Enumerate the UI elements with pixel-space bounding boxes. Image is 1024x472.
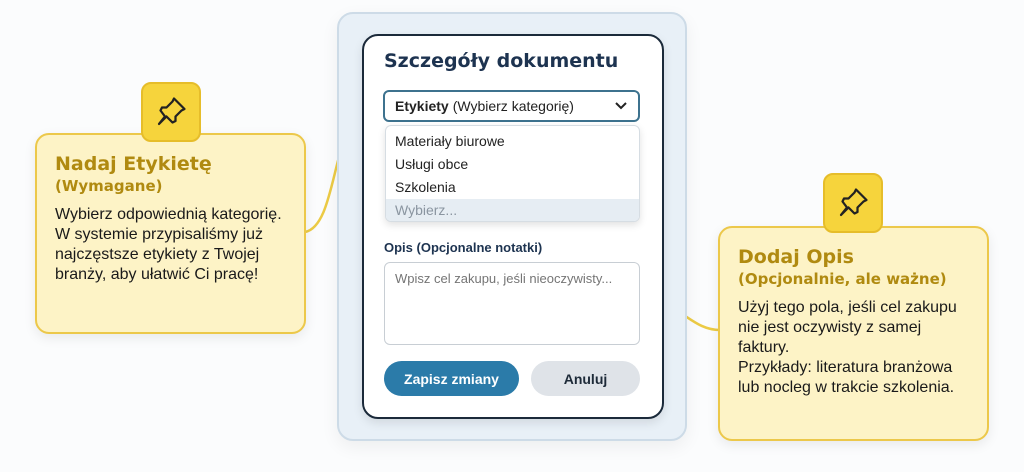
callout-body: Wybierz odpowiednią kategorię. W systemi… <box>55 206 282 283</box>
callout-description: Dodaj Opis (Opcjonalnie, ale ważne) Użyj… <box>718 226 989 441</box>
chevron-down-icon <box>614 98 628 114</box>
callout-body: Użyj tego pola, jeśli cel zakupu nie jes… <box>738 299 957 356</box>
pushpin-icon <box>141 82 201 142</box>
option-materialy-biurowe[interactable]: Materiały biurowe <box>395 133 505 149</box>
cancel-button[interactable]: Anuluj <box>531 361 640 396</box>
page-title: Szczegóły dokumentu <box>384 50 619 72</box>
callout-examples: Przykłady: literatura branżowa lub nocle… <box>738 359 955 396</box>
save-button[interactable]: Zapisz zmiany <box>384 361 519 396</box>
callout-tag: Nadaj Etykietę (Wymagane) Wybierz odpowi… <box>35 133 306 334</box>
select-hint: (Wybierz kategorię) <box>452 98 574 114</box>
description-label: Opis (Opcjonalne notatki) <box>384 240 543 255</box>
option-uslugi-obce[interactable]: Usługi obce <box>395 156 469 172</box>
callout-subtitle: (Opcjonalnie, ale ważne) <box>738 270 947 288</box>
tags-dropdown-list: Materiały biurowe Usługi obce Szkolenia … <box>385 125 640 222</box>
callout-subtitle: (Wymagane) <box>55 177 163 195</box>
option-szkolenia[interactable]: Szkolenia <box>395 179 456 195</box>
callout-title: Dodaj Opis <box>738 246 854 268</box>
pushpin-icon <box>823 173 883 233</box>
option-placeholder[interactable]: Wybierz... <box>386 199 639 221</box>
description-input[interactable] <box>384 262 640 345</box>
tags-select[interactable]: Etykiety (Wybierz kategorię) <box>383 90 640 122</box>
select-label: Etykiety <box>395 98 449 114</box>
callout-title: Nadaj Etykietę <box>55 153 212 175</box>
